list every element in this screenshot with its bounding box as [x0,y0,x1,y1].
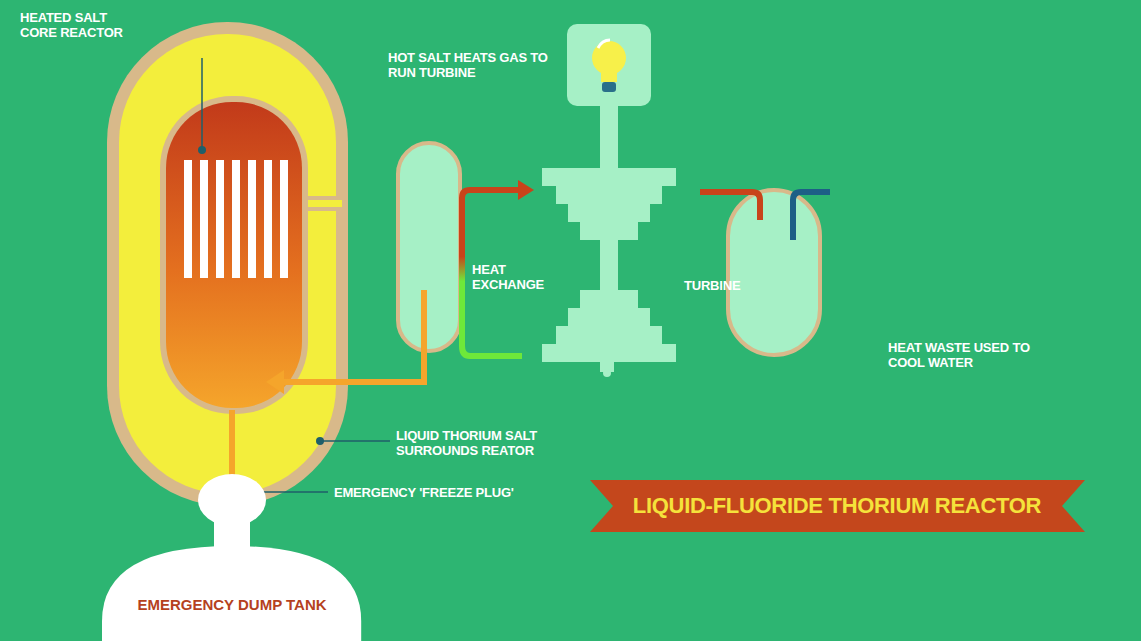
tank-label: EMERGENCY DUMP TANK [102,596,361,613]
dump-tank: EMERGENCY DUMP TANK [102,546,361,641]
tank-outline [102,546,361,641]
freeze-plug-label: EMERGENCY 'FREEZE PLUG' [334,485,554,500]
thorium-label: LIQUID THORIUM SALT SURROUNDS REATOR [396,428,568,458]
banner-title: LIQUID-FLUORIDE THORIUM REACTOR [633,493,1041,519]
exchanger-label: HEAT EXCHANGE [472,262,536,292]
gas-label: HOT SALT HEATS GAS TO RUN TURBINE [388,50,553,80]
core-label: HEATED SALT CORE REACTOR [20,10,132,40]
waste-label: HEAT WASTE USED TO COOL WATER [888,340,1038,370]
turbine-label: TURBINE [684,278,764,293]
